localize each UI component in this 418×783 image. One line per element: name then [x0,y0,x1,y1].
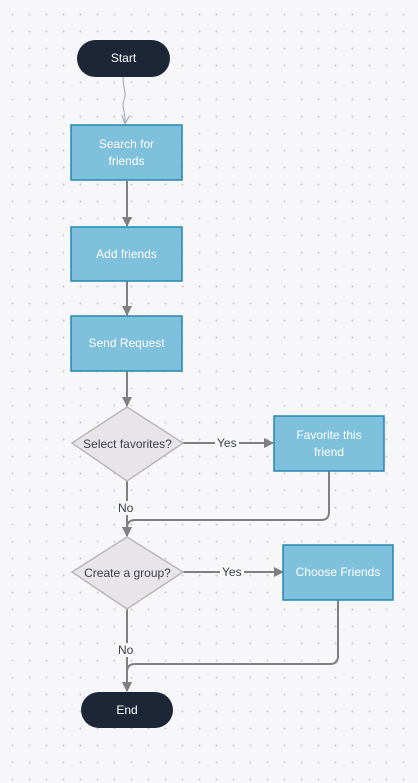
favorites-yes-label: Yes [215,436,239,450]
start-terminal[interactable] [77,40,170,77]
select-favorites-decision[interactable] [70,406,185,482]
add-process[interactable] [70,226,183,282]
end-terminal[interactable] [81,692,173,728]
favorites-no-label: No [116,501,136,515]
choose-process[interactable] [282,544,394,601]
connector-start-search [123,76,125,124]
send-process[interactable] [70,315,183,372]
search-process[interactable] [70,124,183,181]
group-no-label: No [116,643,136,657]
group-yes-label: Yes [220,565,244,579]
connector-choose-end [122,600,339,692]
connector-favorite-create [122,471,330,537]
create-group-decision[interactable] [70,536,185,610]
favorite-process[interactable] [273,415,385,472]
